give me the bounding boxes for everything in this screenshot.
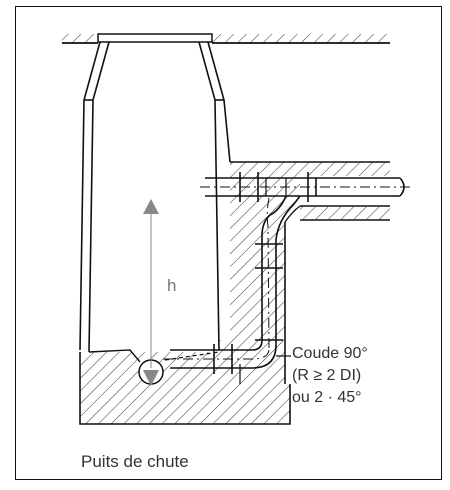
height-label: h (167, 276, 177, 295)
shaft-walls (79, 41, 231, 353)
elbow-note-line2: (R ≥ 2 DI) (292, 367, 362, 384)
shaft-base (79, 340, 291, 425)
drop-pipe (255, 195, 301, 351)
elbow-note-line1: Coude 90° (292, 345, 368, 362)
inflow-pipe (200, 172, 410, 202)
elbow-note-line3: ou 2 · 45° (292, 389, 362, 406)
diagram-caption: Puits de chute (81, 452, 189, 471)
manhole-cover (97, 33, 213, 43)
ground-surface (62, 34, 390, 44)
drop-pipe-encasement (230, 161, 390, 384)
height-dimension-arrow (143, 199, 159, 386)
elbow-90 (160, 339, 283, 384)
